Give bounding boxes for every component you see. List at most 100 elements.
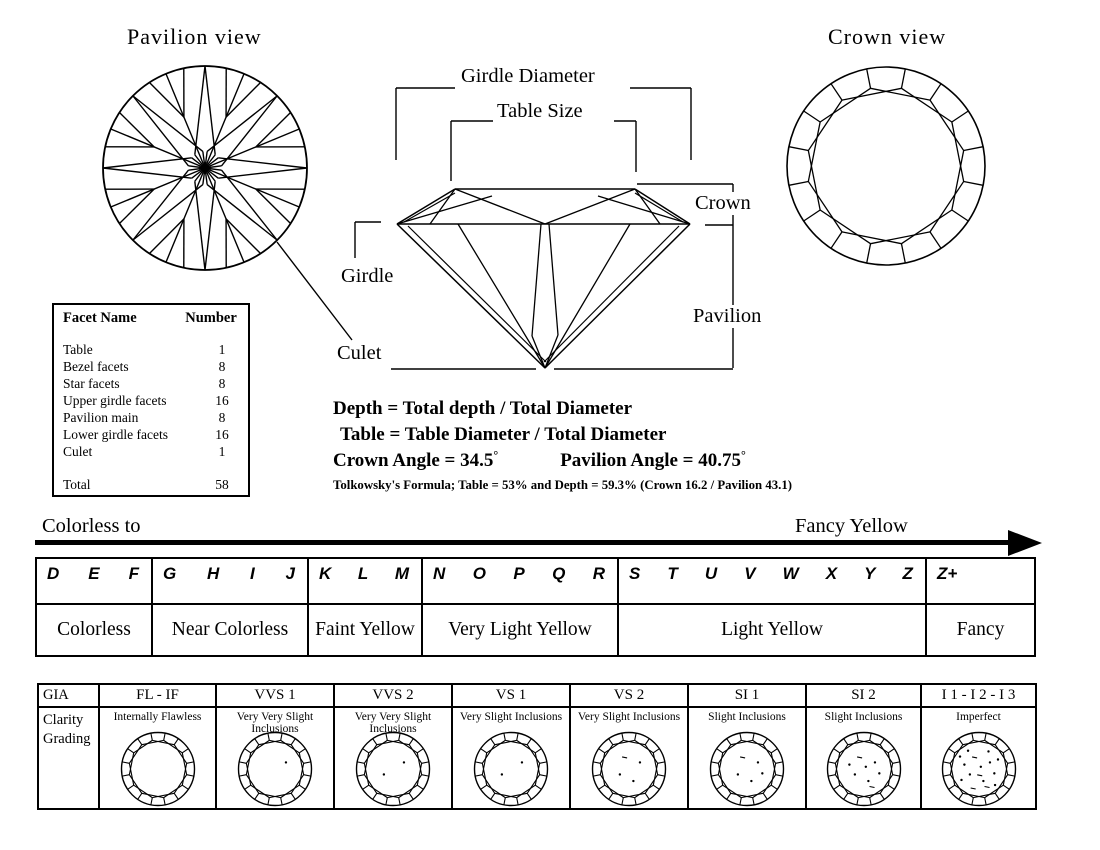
clarity-diamond-drawing [941, 731, 1016, 807]
facet-number: 8 [218, 359, 226, 374]
clarity-grade-description: Internally Flawless [113, 711, 202, 723]
clarity-grade-cell: Very Very Slight Inclusions [335, 708, 453, 808]
crown-label: Crown [692, 192, 754, 215]
clarity-grade-code: I 1 - I 2 - I 3 [922, 685, 1035, 708]
facet-row: Bezel facets 8 [63, 358, 239, 375]
facet-name: Bezel facets [63, 359, 129, 374]
color-grade-name: Light Yellow [619, 605, 927, 655]
clarity-grade-code: VVS 2 [335, 685, 453, 708]
culet-label: Culet [337, 342, 382, 364]
degree-symbol: ° [493, 448, 499, 462]
clarity-grade-code: SI 1 [689, 685, 807, 708]
color-grade-name: Near Colorless [153, 605, 309, 655]
color-letters-cell: G H I J [153, 559, 309, 605]
clarity-grade-cell: Very Slight Inclusions [453, 708, 571, 808]
table-formula: Table = Table Diameter / Total Diameter [340, 424, 667, 445]
color-grade-letter: O [472, 564, 486, 583]
clarity-diamond-drawing [120, 731, 195, 807]
color-grade-letter: P [513, 564, 525, 583]
color-grade-letter: X [825, 564, 838, 583]
facet-row: Upper girdle facets 16 [63, 392, 239, 409]
facet-total-label: Total [63, 477, 91, 492]
clarity-grade-code: FL - IF [100, 685, 217, 708]
clarity-grade-description: Imperfect [956, 711, 1001, 723]
clarity-grade-cell: Slight Inclusions [807, 708, 922, 808]
facet-number: 1 [218, 444, 226, 459]
clarity-grade-description: Very Very Slight Inclusions [236, 711, 314, 735]
color-grade-letter: Z [902, 564, 913, 583]
clarity-grade-code: VVS 1 [217, 685, 335, 708]
clarity-grade-description: Very Slight Inclusions [577, 711, 681, 723]
color-grade-name: Colorless [37, 605, 153, 655]
clarity-grade-description: Very Very Slight Inclusions [354, 711, 432, 735]
color-grade-letter: Y [864, 564, 876, 583]
girdle-label: Girdle [341, 265, 394, 287]
clarity-grade-cell: Very Very Slight Inclusions [217, 708, 335, 808]
facet-number: 16 [215, 427, 229, 442]
pavilion-angle-value: Pavilion Angle = 40.75° [560, 448, 746, 471]
clarity-row-label: Clarity Grading [39, 708, 100, 808]
depth-formula: Depth = Total depth / Total Diameter [333, 398, 633, 419]
clarity-grade-description: Slight Inclusions [824, 711, 903, 723]
color-grade-letter: H [206, 564, 220, 583]
crown-angle-value: Crown Angle = 34.5° [333, 448, 499, 471]
clarity-grade-cell: Very Slight Inclusions [571, 708, 689, 808]
color-grade-letter: I [250, 564, 255, 583]
facet-name: Culet [63, 444, 93, 459]
clarity-grade-code: SI 2 [807, 685, 922, 708]
tolkowsky-formula: Tolkowsky's Formula; Table = 53% and Dep… [333, 478, 792, 492]
facet-number: 16 [215, 393, 229, 408]
clarity-corner-label: GIA [39, 685, 100, 708]
color-letters-cell: Z+ [927, 559, 1034, 605]
color-grade-letter: L [357, 564, 369, 583]
color-grade-letter: E [88, 564, 100, 583]
clarity-grade-cell: Slight Inclusions [689, 708, 807, 808]
color-grade-letter: Z+ [937, 564, 958, 583]
table-size-label: Table Size [497, 100, 583, 122]
facet-row: Pavilion main 8 [63, 409, 239, 426]
pavilion-view-diagram [102, 65, 308, 271]
clarity-grade-description: Slight Inclusions [708, 711, 786, 723]
color-grade-name: Fancy [956, 619, 1005, 640]
clarity-grade-code: VS 2 [571, 685, 689, 708]
color-grade-name: Very Light Yellow [423, 605, 619, 655]
color-grade-letter: F [128, 564, 139, 583]
facet-total-value: 58 [215, 477, 229, 492]
color-grade-letter: S [629, 564, 641, 583]
pavilion-label: Pavilion [690, 305, 765, 328]
facet-total-row: Total 58 [63, 476, 239, 493]
color-grade-letter: W [782, 564, 799, 583]
clarity-diamond-drawing [237, 731, 313, 807]
clarity-grade-cell: Internally Flawless [100, 708, 217, 808]
color-grade-letter: J [285, 564, 295, 583]
pavilion-view-title: Pavilion view [127, 24, 262, 49]
facet-name-header: Facet Name [63, 310, 137, 326]
color-grade-letter: K [319, 564, 332, 583]
color-grade-letter: D [47, 564, 60, 583]
clarity-grade-description: Very Slight Inclusions [459, 711, 563, 723]
color-scale-arrow [35, 530, 1042, 556]
color-grade-name: Faint Yellow [309, 605, 423, 655]
color-scale-left-label: Colorless to [42, 515, 141, 537]
clarity-diamond-drawing [709, 731, 785, 807]
facet-name: Pavilion main [63, 410, 139, 425]
facet-number: 1 [218, 342, 226, 357]
facet-number-header: Number [185, 310, 237, 326]
clarity-diamond-drawing [355, 731, 431, 807]
color-letters-cell: D E F [37, 559, 153, 605]
color-grade-letter: G [163, 564, 177, 583]
clarity-diamond-drawing [591, 731, 667, 807]
facet-number: 8 [218, 410, 226, 425]
color-grade-letter: M [394, 564, 409, 583]
facet-name: Upper girdle facets [63, 393, 167, 408]
color-grade-letter: N [433, 564, 446, 583]
color-grade-letter: V [744, 564, 756, 583]
side-view-diagram [396, 188, 691, 369]
